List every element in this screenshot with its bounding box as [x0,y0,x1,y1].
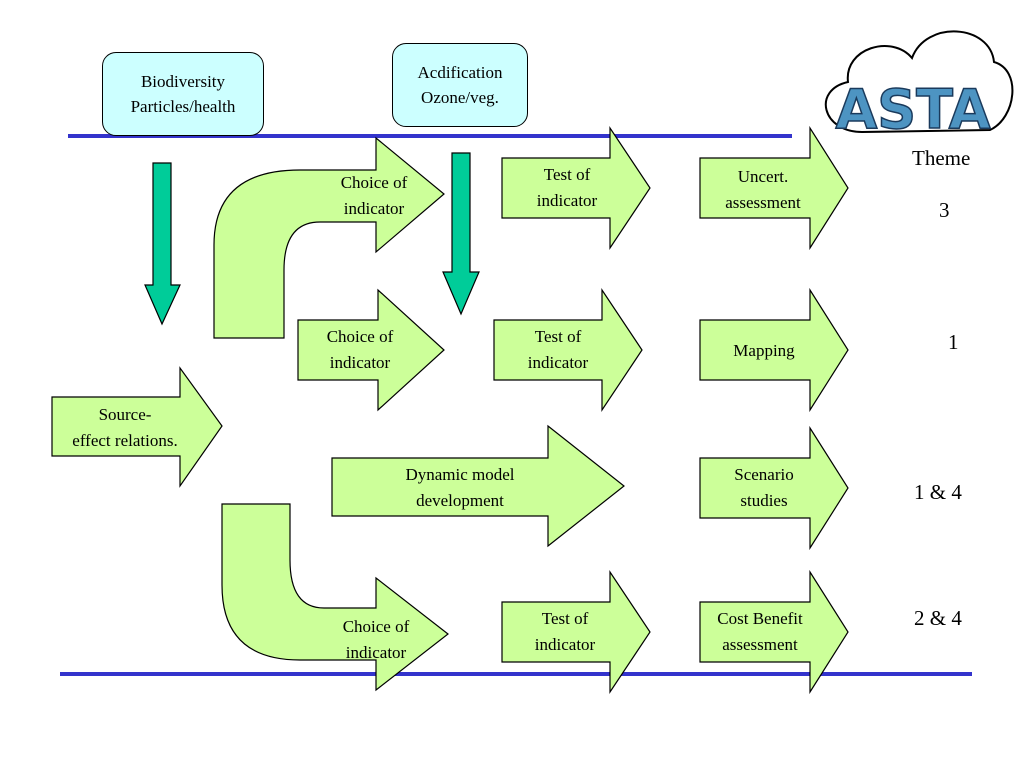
arrow-row2-choice [297,288,445,412]
theme-row4: 2 & 4 [914,606,962,630]
label-row3-scenario: Scenario studies [734,465,794,510]
arrow-source [51,366,223,488]
arrow-row3-scenario [699,425,849,551]
theme-row3: 1 & 4 [914,480,962,504]
curved-arrow-up [213,136,445,339]
asta-logo: ASTA [824,30,1014,142]
theme-row1: 3 [939,198,950,222]
label-row3-dynamic: Dynamic model development [405,465,515,510]
label-row1-choice: Choice of indicator [340,173,408,218]
arrow-row2-test [493,288,643,412]
curved-arrow-down [221,503,449,692]
box-biodiversity-label: Biodiversity Particles/health [130,72,236,116]
label-row2-choice: Choice of indicator [326,327,394,372]
label-row2-test: Test of indicator [527,327,589,372]
box-acidification: Acdification Ozone/veg. [392,43,528,127]
arrow-row2-mapping [699,287,849,413]
label-row4-test: Test of indicator [534,609,596,654]
arrow-row3-dynamic [331,424,625,548]
box-acidification-label: Acdification Ozone/veg. [417,63,503,107]
label-row4-choice: Choice of indicator [342,617,410,662]
arrow-row4-cost [699,569,849,695]
theme-heading: Theme [912,146,971,170]
label-row2-mapping: Mapping [733,341,795,360]
label-row4-cost: Cost Benefit assessment [717,609,803,654]
down-arrow-right [442,152,480,316]
arrow-row1-test [501,126,651,250]
arrow-row1-uncert [699,125,849,251]
label-source: Source- effect relations. [72,405,178,450]
down-arrow-left [144,162,181,326]
label-row1-uncert: Uncert. assessment [725,167,801,212]
arrow-row4-test [501,570,651,694]
box-biodiversity: Biodiversity Particles/health [102,52,264,136]
logo-text: ASTA [835,78,990,141]
label-row1-test: Test of indicator [536,165,598,210]
theme-row2: 1 [948,330,959,354]
